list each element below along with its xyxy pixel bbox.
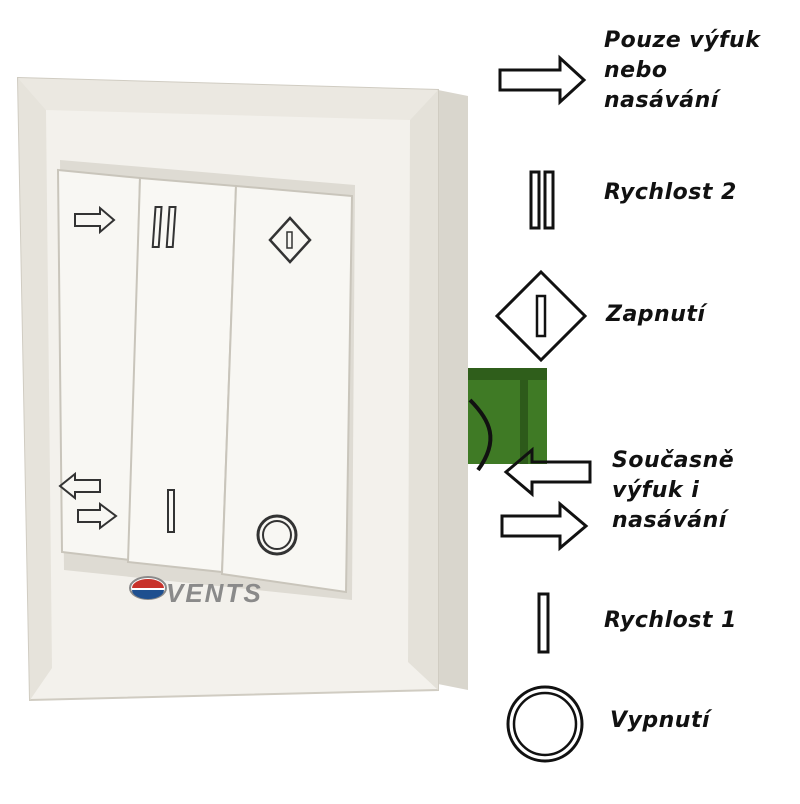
legend-icon-off-circle-icon xyxy=(506,685,584,763)
brand-logo-text: VENTS xyxy=(166,578,263,608)
legend-label-exhaust-and-intake: Současně výfuk i nasávání xyxy=(612,448,735,533)
legend-icon-on-diamond-icon xyxy=(494,269,588,363)
double-arrow-icon xyxy=(58,471,118,530)
plate-side xyxy=(438,90,468,690)
off-circle-icon xyxy=(256,514,298,556)
speed-2-icon xyxy=(151,206,177,248)
switch-key-right[interactable] xyxy=(220,184,354,594)
switch-key-left[interactable] xyxy=(56,168,142,562)
legend-label-off: Vypnutí xyxy=(610,708,710,733)
switch-key-middle[interactable] xyxy=(126,176,238,574)
connector xyxy=(455,368,547,472)
speed-1-icon xyxy=(167,489,175,533)
legend-icon-arrow-right-icon xyxy=(498,54,587,106)
on-diamond-icon xyxy=(268,216,312,264)
legend-label-exhaust-or-intake: Pouze výfuk nebo nasávání xyxy=(604,28,761,113)
legend-icon-speed-1-icon xyxy=(537,592,550,654)
brand-logo: VENTS xyxy=(129,576,263,608)
legend-label-speed-1: Rychlost 1 xyxy=(604,608,737,633)
legend-icon-double-arrow-icon xyxy=(500,446,592,552)
logo-mark-icon xyxy=(129,576,167,600)
legend-label-on: Zapnutí xyxy=(606,302,706,327)
legend-label-speed-2: Rychlost 2 xyxy=(604,180,737,205)
arrow-right-icon xyxy=(74,205,116,235)
legend-icon-speed-2-icon xyxy=(529,170,555,230)
